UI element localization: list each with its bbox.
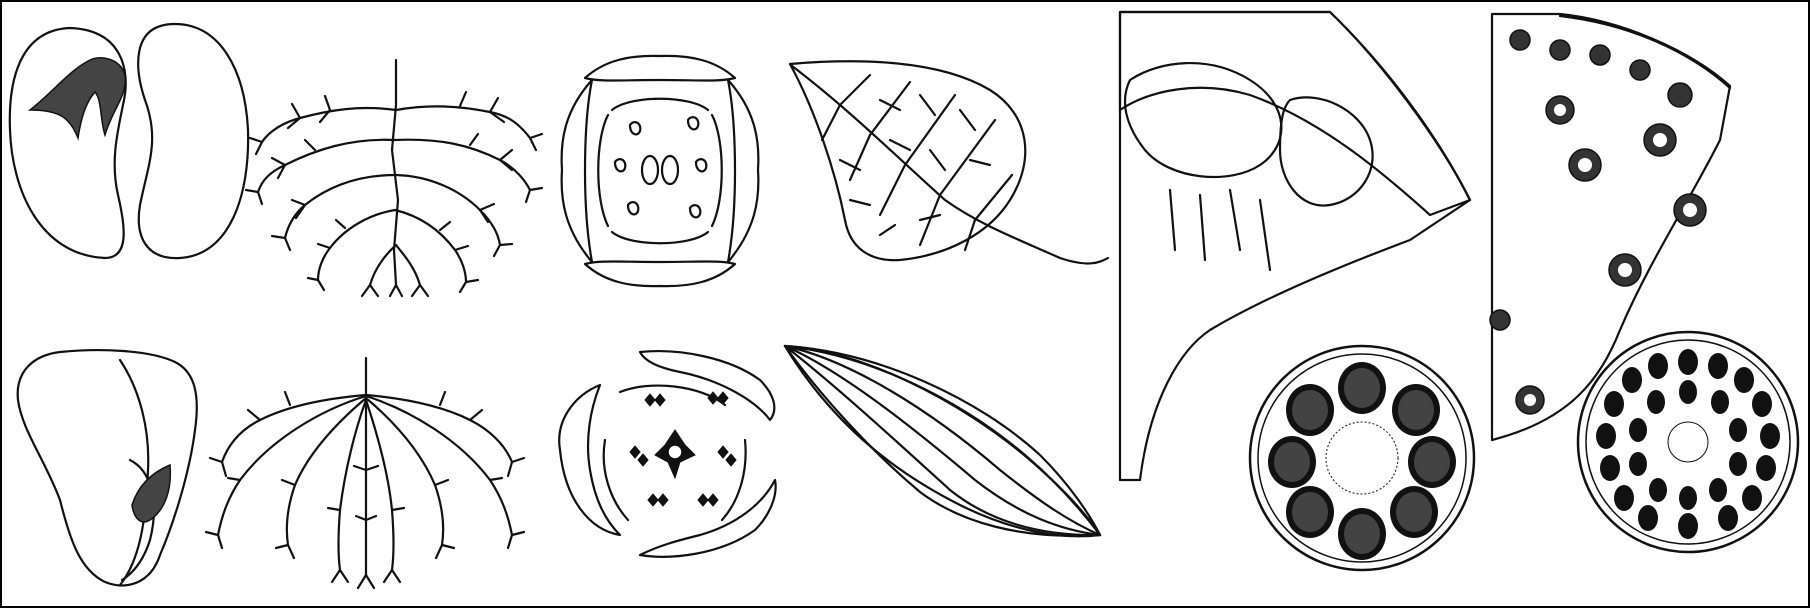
root-icon: [246, 60, 542, 296]
seed-one-cotyledon: [18, 350, 197, 585]
flower-icon: [562, 56, 759, 286]
flower-four-parts: [562, 56, 759, 286]
seed-icon: [10, 24, 248, 258]
seed-icon: [18, 350, 197, 585]
stem-section-scattered-bundles: [1490, 14, 1798, 552]
stem-section-ring-bundles: [1120, 12, 1474, 570]
flower-icon: [559, 351, 775, 557]
fibrous-root-system: [206, 358, 524, 588]
leaf-icon: [785, 346, 1100, 536]
seed-two-cotyledons: [10, 24, 248, 258]
leaf-net-venation: [790, 61, 1108, 263]
root-icon: [206, 358, 524, 588]
flower-three-parts: [559, 351, 775, 557]
stem-section-icon: [1250, 346, 1474, 570]
stem-section-icon: [1578, 332, 1798, 552]
leaf-icon: [790, 61, 1108, 263]
taproot-system: [246, 60, 542, 296]
leaf-parallel-venation: [785, 346, 1100, 536]
